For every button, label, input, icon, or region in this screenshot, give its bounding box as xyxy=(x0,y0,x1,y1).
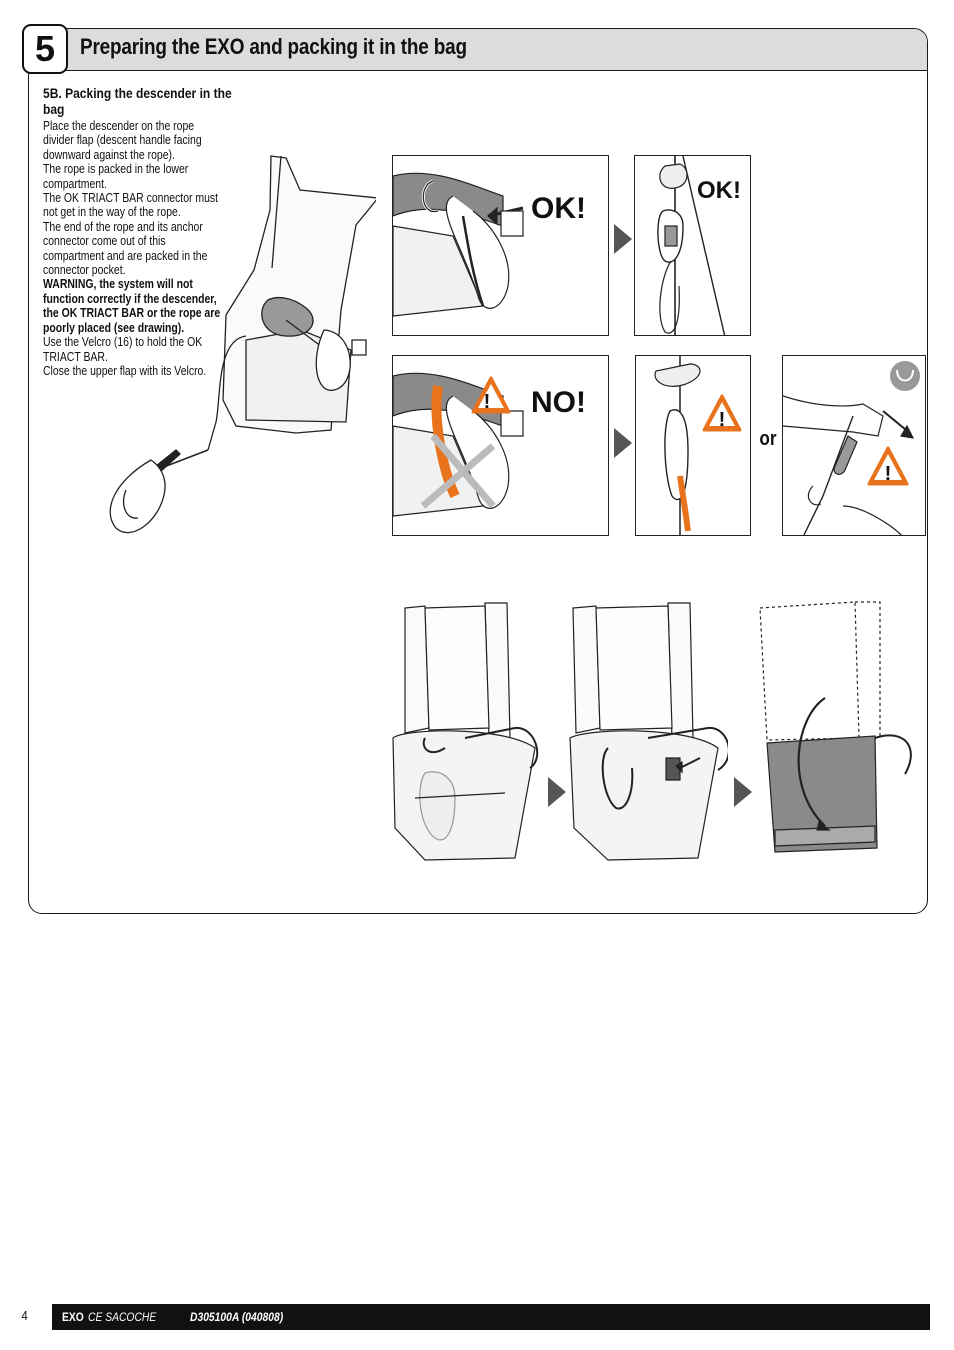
title-band xyxy=(29,29,927,71)
right-triangle-arrow-icon xyxy=(548,777,566,807)
footer-subtitle: CE SACOCHE xyxy=(88,1310,157,1324)
warning-mark: ! xyxy=(885,463,892,485)
bag-overview-illustration xyxy=(109,155,376,534)
instruction-text: Place the descender on the rope divider … xyxy=(43,119,227,378)
step-number-badge: 5 xyxy=(22,24,68,74)
warning-mark: ! xyxy=(719,409,726,431)
instruction-paragraph: Place the descender on the rope divider … xyxy=(43,119,202,162)
section-heading: 5B. Packing the descender in the bag xyxy=(43,85,232,117)
footer-reference: D305100A (040808) xyxy=(190,1310,284,1324)
instruction-paragraph: The end of the rope and its anchor conne… xyxy=(43,219,208,278)
no-label: NO! xyxy=(531,386,586,419)
panel-no-rope-placement: ! NO! xyxy=(392,355,609,536)
ok-label: OK! xyxy=(697,177,741,204)
panel-ok-rope-placement: OK! xyxy=(392,155,609,336)
or-label: or xyxy=(759,428,777,450)
panel-ok-descender: OK! xyxy=(634,155,751,336)
bag-step-2-illustration xyxy=(569,602,728,861)
panel-connector-hand: ! xyxy=(782,355,926,536)
panel-no-descender: ! xyxy=(635,355,751,536)
bag-step-3-illustration xyxy=(759,601,912,853)
instruction-paragraph: Close the upper flap with its Velcro. xyxy=(43,363,207,378)
footer-product: EXO xyxy=(62,1310,84,1324)
instruction-paragraph: The rope is packed in the lower compartm… xyxy=(43,162,189,191)
warning-text: WARNING, the system will not function co… xyxy=(43,277,221,335)
ok-label: OK! xyxy=(531,192,586,225)
right-triangle-arrow-icon xyxy=(734,777,752,807)
footer-bar: EXO CE SACOCHE D305100A (040808) xyxy=(52,1304,930,1330)
instruction-paragraph: The OK TRIACT BAR connector must not get… xyxy=(43,191,219,220)
section-frame xyxy=(28,28,928,914)
instruction-paragraph: Use the Velcro (16) to hold the OK TRIAC… xyxy=(43,335,203,364)
right-triangle-arrow-icon xyxy=(614,224,632,254)
right-triangle-arrow-icon xyxy=(614,428,632,458)
warning-mark: ! xyxy=(484,391,491,413)
page-title: Preparing the EXO and packing it in the … xyxy=(80,34,467,59)
bag-step-1-illustration xyxy=(392,602,539,861)
page-number: 4 xyxy=(21,1308,28,1323)
